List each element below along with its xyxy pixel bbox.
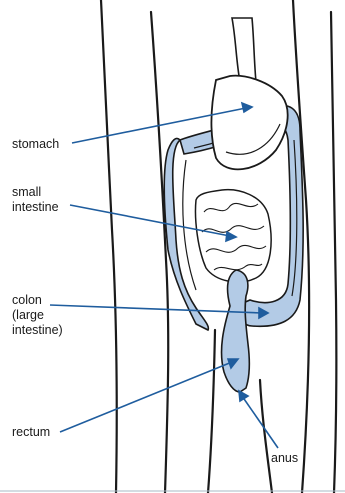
- rectum-pointer-line: [60, 362, 232, 432]
- body-inner-leg-line: [208, 330, 215, 493]
- rectum-label: rectum: [12, 425, 50, 440]
- body-left-inner-line: [151, 12, 168, 493]
- anus-label: anus: [271, 451, 298, 466]
- small-intestine-label: small intestine: [12, 185, 59, 215]
- colon-inner-line-left: [183, 160, 196, 290]
- stomach-organ: [211, 76, 287, 170]
- stomach-label: stomach: [12, 137, 59, 152]
- body-right-outer-line: [331, 12, 336, 493]
- colon-label: colon (large intestine): [12, 293, 63, 338]
- body-left-outer-line: [101, 0, 117, 493]
- anus-pointer-line: [242, 396, 278, 448]
- esophagus: [232, 18, 256, 82]
- rectum-organ: [222, 270, 250, 392]
- anus-pointer-arrow: [239, 391, 248, 401]
